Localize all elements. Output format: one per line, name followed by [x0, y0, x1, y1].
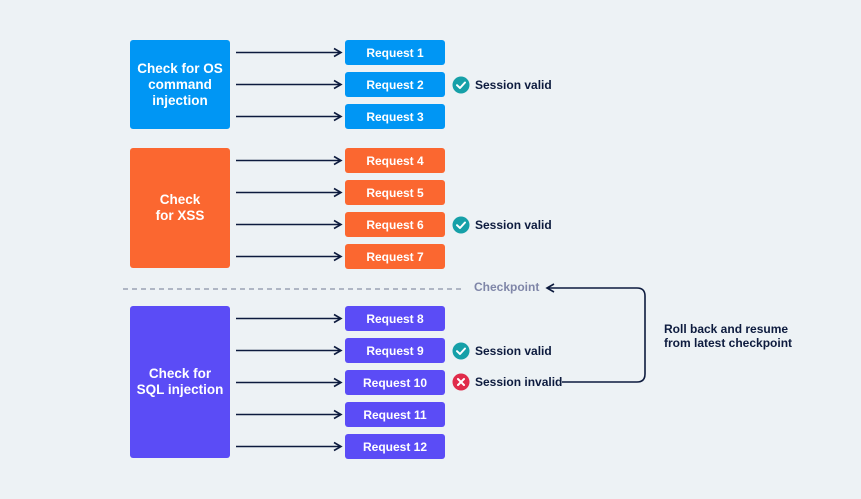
check-xss: Check for XSS: [130, 148, 230, 268]
request-5: Request 5: [345, 180, 445, 205]
check-os-label: Check for OS command injection: [137, 60, 223, 108]
status-request-2: Session valid: [452, 76, 552, 94]
rollback-loop-arrow: [545, 283, 646, 383]
request-8: Request 8: [345, 306, 445, 331]
request-10: Request 10: [345, 370, 445, 395]
status-request-10: Session invalid: [452, 373, 562, 391]
status-text: Session valid: [475, 344, 552, 358]
request-7: Request 7: [345, 244, 445, 269]
x-circle-icon: [452, 373, 470, 391]
status-request-9: Session valid: [452, 342, 552, 360]
request-3: Request 3: [345, 104, 445, 129]
status-text: Session valid: [475, 78, 552, 92]
check-xss-label: Check for XSS: [155, 192, 205, 223]
status-request-6: Session valid: [452, 216, 552, 234]
rollback-label: Roll back and resume from latest checkpo…: [664, 322, 793, 350]
request-arrows: [236, 47, 343, 452]
check-sql-label: Check for SQL injection: [136, 366, 224, 397]
checkpoint-label: Checkpoint: [474, 280, 540, 294]
status-text: Session invalid: [475, 375, 563, 389]
check-circle-icon: [452, 342, 470, 360]
request-1: Request 1: [345, 40, 445, 65]
request-11: Request 11: [345, 402, 445, 427]
request-6: Request 6: [345, 212, 445, 237]
status-text: Session valid: [475, 218, 552, 232]
check-sql-injection: Check for SQL injection: [130, 306, 230, 458]
request-9: Request 9: [345, 338, 445, 363]
request-4: Request 4: [345, 148, 445, 173]
check-circle-icon: [452, 76, 470, 94]
request-2: Request 2: [345, 72, 445, 97]
check-os-injection: Check for OS command injection: [130, 40, 230, 129]
request-12: Request 12: [345, 434, 445, 459]
check-circle-icon: [452, 216, 470, 234]
